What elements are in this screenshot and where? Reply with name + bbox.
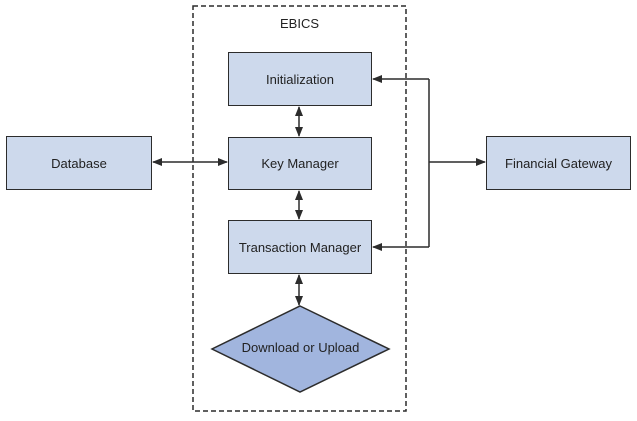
download-upload-diamond xyxy=(210,305,391,393)
ebics-container-border xyxy=(192,5,407,412)
key-manager-box: Key Manager xyxy=(228,137,372,190)
download-upload-label: Download or Upload xyxy=(241,340,360,355)
initialization-box: Initialization xyxy=(228,52,372,106)
financial-gateway-box: Financial Gateway xyxy=(486,136,631,190)
transaction-manager-box: Transaction Manager xyxy=(228,220,372,274)
ebics-container-label: EBICS xyxy=(279,16,319,31)
database-box: Database xyxy=(6,136,152,190)
